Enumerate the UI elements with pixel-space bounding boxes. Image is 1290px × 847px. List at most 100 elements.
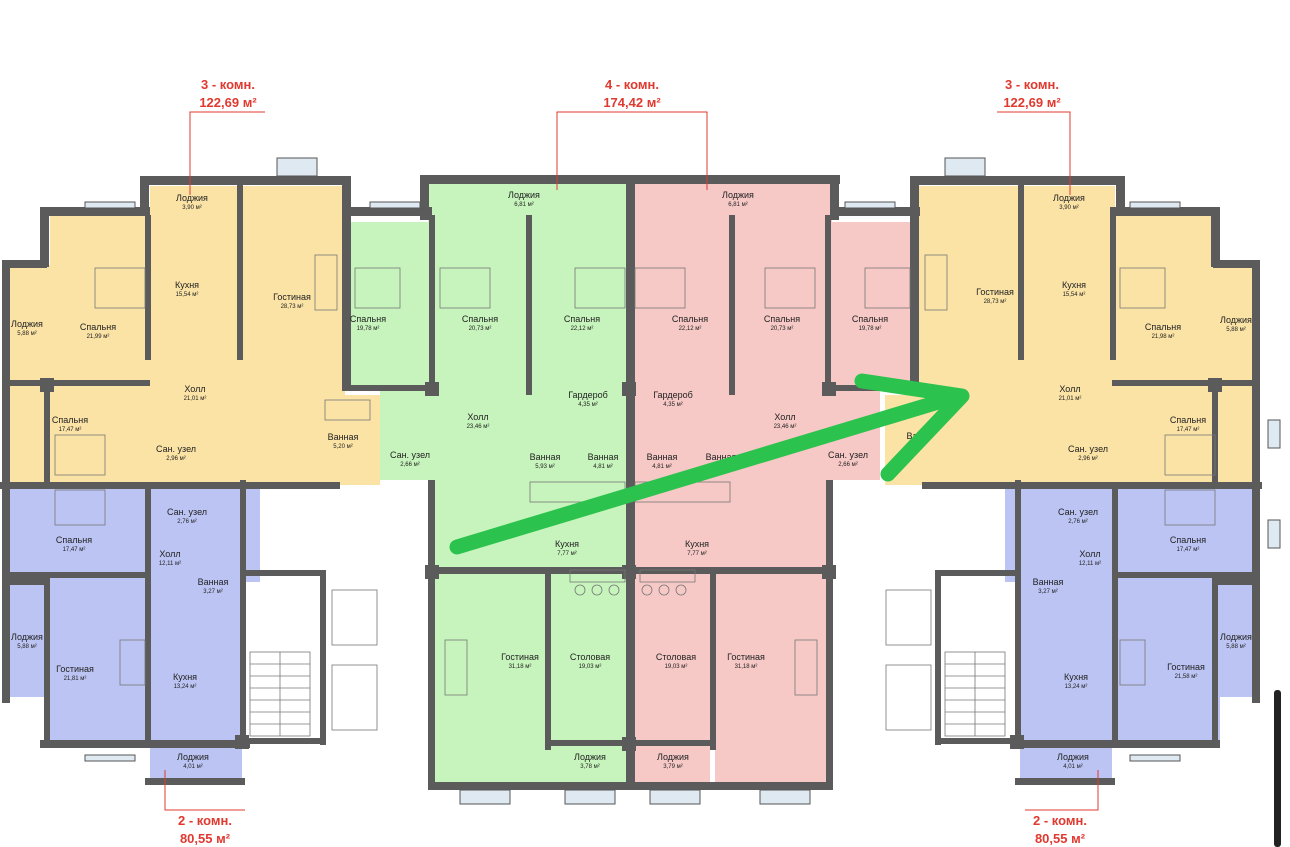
room-area: 3,27 м² — [203, 589, 222, 595]
room-area: 2,96 м² — [1078, 456, 1097, 462]
room-name: Столовая — [570, 652, 610, 662]
room-area: 5,88 м² — [17, 331, 36, 337]
room-area: 6,81 м² — [728, 202, 747, 208]
room-area: 20,73 м² — [469, 326, 492, 332]
furniture — [54, 254, 1216, 696]
room-area: 15,54 м² — [176, 292, 199, 298]
room-area: 21,99 м² — [87, 334, 110, 340]
room-name: Лоджия — [1220, 315, 1252, 325]
green-arrow — [449, 373, 970, 555]
room-name: Холл — [1059, 384, 1080, 394]
room-name: Ванная — [328, 432, 359, 442]
room-name: Гостиная — [727, 652, 765, 662]
zone-bottom-right — [1005, 487, 1258, 782]
room-p-wc: Сан. узел 2,66 м² — [828, 450, 868, 468]
room-area: 13,24 м² — [1065, 684, 1088, 690]
room-area: 3,90 м² — [1059, 205, 1078, 211]
room-name: Сан. узел — [167, 507, 207, 517]
room-area: 7,77 м² — [687, 551, 706, 557]
apt-type: 4 - комн. — [605, 77, 659, 92]
apt-type: 3 - комн. — [1005, 77, 1059, 92]
room-name: Сан. узел — [828, 450, 868, 460]
room-area: 4,01 м² — [183, 764, 202, 770]
room-area: 5,88 м² — [17, 644, 36, 650]
room-name: Кухня — [555, 539, 579, 549]
scrollbar-thumb[interactable] — [1274, 690, 1281, 847]
room-name: Кухня — [1062, 280, 1086, 290]
room-name: Лоджия — [176, 193, 208, 203]
room-area: 3,27 м² — [1038, 589, 1057, 595]
room-area: 23,46 м² — [467, 424, 490, 430]
room-name: Гардероб — [568, 390, 608, 400]
room-name: Спальня — [350, 314, 386, 324]
room-name: Ванная — [198, 577, 229, 587]
room-area: 4,81 м² — [593, 464, 612, 470]
room-area: 4,35 м² — [578, 402, 597, 408]
room-area: 2,96 м² — [166, 456, 185, 462]
room-name: Спальня — [1170, 535, 1206, 545]
apt-type: 2 - комн. — [178, 813, 232, 828]
room-area: 7,77 м² — [557, 551, 576, 557]
room-name: Лоджия — [508, 190, 540, 200]
room-name: Лоджия — [722, 190, 754, 200]
walls — [0, 175, 1262, 790]
room-name: Спальня — [672, 314, 708, 324]
room-area: 5,88 м² — [1226, 644, 1245, 650]
room-area: 4,01 м² — [1063, 764, 1082, 770]
apartment-zones — [5, 183, 1258, 785]
zone-top-right — [885, 186, 1258, 485]
apartment-labels: 3 - комн. 122,69 м² 4 - комн. 174,42 м² … — [164, 77, 1099, 846]
room-area: 21,58 м² — [1175, 674, 1198, 680]
room-area: 17,47 м² — [1177, 427, 1200, 433]
room-area: 21,81 м² — [64, 676, 87, 682]
room-area: 12,11 м² — [1079, 561, 1101, 567]
room-area: 19,78 м² — [859, 326, 882, 332]
room-name: Спальня — [56, 535, 92, 545]
room-name: Спальня — [852, 314, 888, 324]
room-name: Лоджия — [177, 752, 209, 762]
room-area: 3,78 м² — [580, 764, 599, 770]
room-p-loggia: Лоджия 6,81 м² — [722, 190, 754, 208]
stairs-left — [249, 589, 378, 737]
windows — [84, 157, 1281, 805]
room-bl-loggia-bottom: Лоджия 4,01 м² — [177, 752, 209, 770]
room-name: Спальня — [564, 314, 600, 324]
room-name: Гостиная — [501, 652, 539, 662]
room-name: Холл — [1079, 549, 1100, 559]
room-name: Ванная — [647, 452, 678, 462]
zone-top-left — [5, 186, 380, 485]
room-p-bedroom3: Спальня 19,78 м² — [852, 314, 888, 332]
room-area: 21,01 м² — [1059, 396, 1082, 402]
room-area: 15,54 м² — [1063, 292, 1086, 298]
room-area: 2,66 м² — [838, 462, 857, 468]
room-name: Спальня — [52, 415, 88, 425]
room-name: Гостиная — [273, 292, 311, 302]
room-area: 22,12 м² — [571, 326, 594, 332]
room-name: Холл — [184, 384, 205, 394]
room-area: 4,81 м² — [652, 464, 671, 470]
room-area: 2,76 м² — [177, 519, 196, 525]
apt-type: 3 - комн. — [201, 77, 255, 92]
room-name: Лоджия — [11, 632, 43, 642]
room-area: 2,66 м² — [400, 462, 419, 468]
room-name: Лоджия — [11, 319, 43, 329]
room-name: Ванная — [588, 452, 619, 462]
